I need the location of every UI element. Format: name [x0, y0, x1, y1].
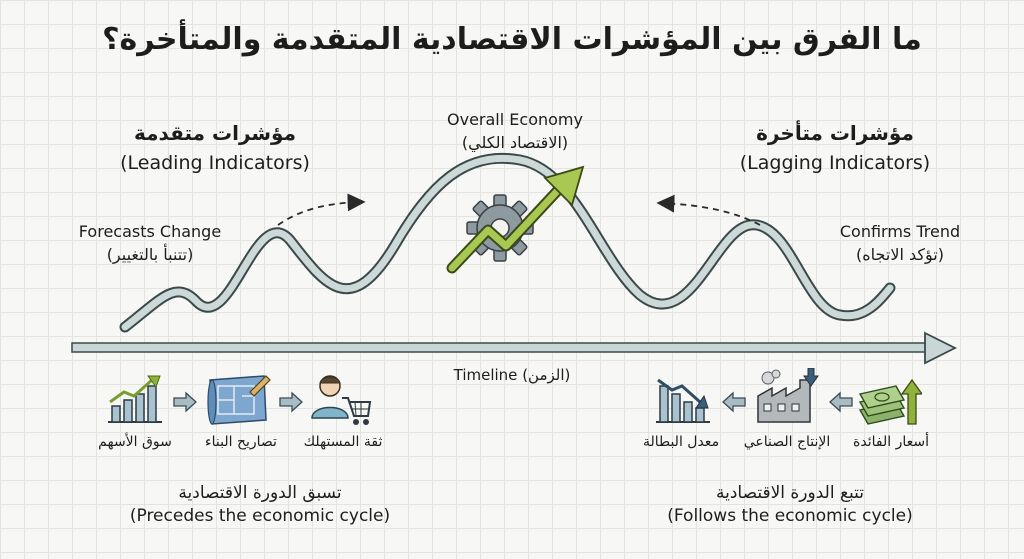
page-title: ما الفرق بين المؤشرات الاقتصادية المتقدم… [102, 22, 922, 57]
leading-footer: تسبق الدورة الاقتصادية (Precedes the eco… [110, 482, 410, 528]
factory-icon [757, 368, 819, 423]
timeline-label: Timeline (الزمن) [412, 364, 612, 387]
timeline-arrow [71, 331, 958, 365]
leading-item-consumer-confidence: ثقة المستهلك [303, 434, 383, 450]
leading-note-en: Forecasts Change [78, 222, 222, 241]
lagging-note-en: Confirms Trend [839, 222, 961, 241]
center-heading-ar: (الاقتصاد الكلي) [461, 133, 569, 152]
leading-item-stock-market: سوق الأسهم [98, 434, 172, 450]
lagging-item-industrial-production: الإنتاج الصناعي [743, 434, 831, 450]
lagging-heading-en: (Lagging Indicators) [739, 152, 931, 174]
lagging-footer: تتبع الدورة الاقتصادية (Follows the econ… [640, 482, 940, 528]
lagging-dashed-arrow [656, 194, 761, 226]
growth-arrow-icon [446, 165, 585, 274]
leading-heading-en: (Leading Indicators) [120, 152, 310, 174]
bar-chart-down-icon [656, 378, 710, 423]
lagging-item-unemployment: معدل البطالة [642, 434, 720, 450]
timeline-label-ar: (الزمن) [522, 366, 571, 384]
leading-footer-ar: تسبق الدورة الاقتصادية [178, 483, 342, 503]
lagging-flow-arrows [722, 391, 853, 413]
lagging-footer-ar: تتبع الدورة الاقتصادية [715, 483, 864, 503]
leading-item-building-permits: تصاريح البناء [205, 434, 277, 450]
lagging-footer-en: (Follows the economic cycle) [667, 506, 913, 526]
bar-chart-up-icon [108, 375, 162, 423]
lagging-heading: مؤشرات متأخرة (Lagging Indicators) [710, 118, 960, 178]
lagging-note: Confirms Trend (تؤكد الاتجاه) [810, 220, 990, 266]
timeline-label-en: Timeline [453, 366, 518, 384]
leading-heading-ar: مؤشرات متقدمة [134, 121, 296, 145]
leading-flow-arrows [173, 391, 303, 413]
lagging-item-interest-rates: أسعار الفائدة [853, 434, 929, 450]
leading-footer-en: (Precedes the economic cycle) [129, 506, 391, 526]
center-heading-en: Overall Economy [447, 110, 583, 129]
leading-heading: مؤشرات متقدمة (Leading Indicators) [100, 118, 330, 178]
leading-note: Forecasts Change (تتنبأ بالتغيير) [60, 220, 240, 266]
leading-dashed-arrow [277, 193, 366, 226]
leading-note-ar: (تتنبأ بالتغيير) [106, 245, 194, 264]
center-heading: Overall Economy (الاقتصاد الكلي) [420, 108, 610, 154]
money-stack-icon [858, 378, 922, 425]
lagging-heading-ar: مؤشرات متأخرة [756, 121, 914, 145]
lagging-note-ar: (تؤكد الاتجاه) [856, 245, 944, 264]
blueprint-icon [207, 375, 271, 425]
consumer-cart-icon [311, 375, 372, 425]
